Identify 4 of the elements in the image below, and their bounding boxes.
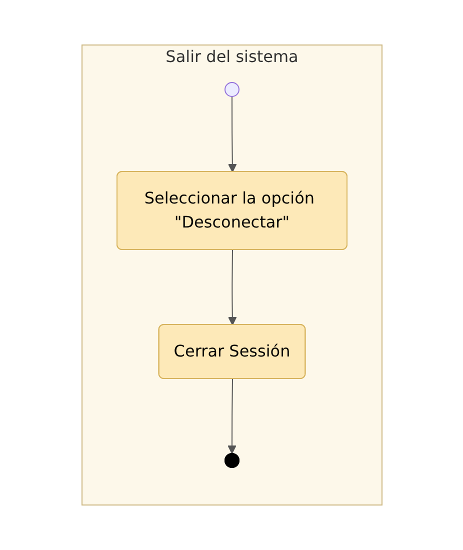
arrow <box>228 96 236 172</box>
arrow <box>228 250 236 326</box>
arrow <box>227 378 236 454</box>
node-circle <box>224 82 239 97</box>
